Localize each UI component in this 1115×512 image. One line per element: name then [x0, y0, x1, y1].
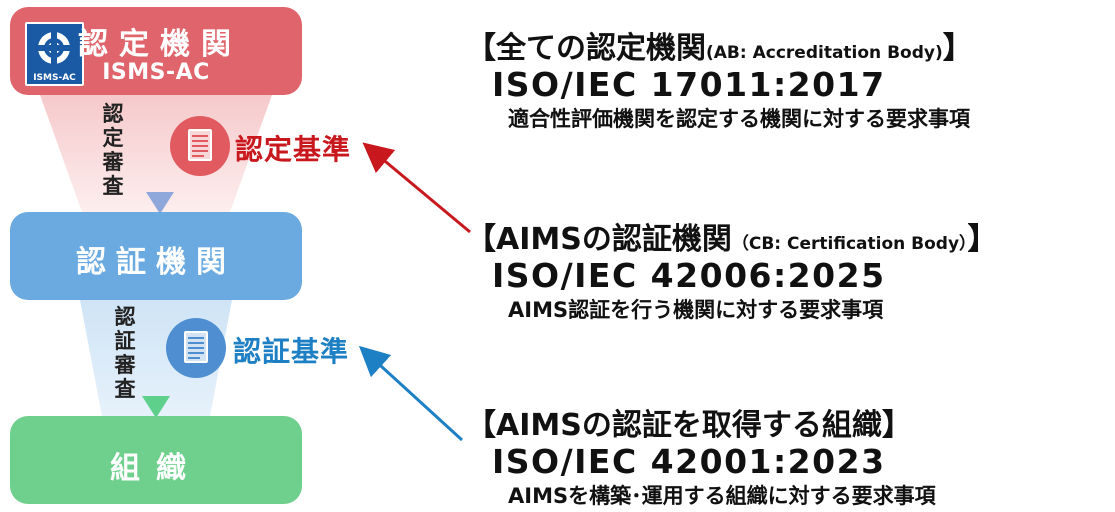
certification-audit-label: 認 証 審 査: [112, 305, 138, 401]
certification-criteria-link: [358, 345, 464, 442]
ab-standard: ISO/IEC 17011:2017: [492, 65, 886, 104]
org-description: AIMSを構築･運用する組織に対する要求事項: [508, 484, 936, 508]
ab-standard-block: 【全ての認定機関(AB: Accreditation Body)】 ISO/IE…: [466, 23, 973, 133]
vchar: 定: [102, 126, 124, 150]
cb-standard-block: 【AIMSの認証機関（CB: Certification Body）】 ISO/…: [466, 214, 998, 324]
logo-text: ISMS-AC: [33, 73, 76, 83]
certification-body-box: 認証機関: [10, 212, 302, 300]
cb-description: AIMS認証を行う機関に対する要求事項: [508, 298, 884, 322]
cb-heading-text: 【AIMSの認証機関: [466, 222, 732, 257]
vchar: 査: [114, 377, 136, 401]
cb-heading-close: 】: [967, 222, 998, 257]
vchar: 査: [102, 174, 124, 198]
org-heading: 【AIMSの認証を取得する組織】: [466, 408, 912, 443]
ab-heading-paren: (AB: Accreditation Body): [706, 43, 943, 63]
cb-standard: ISO/IEC 42006:2025: [492, 256, 886, 295]
org-standard-block: 【AIMSの認証を取得する組織】 ISO/IEC 42001:2023 AIMS…: [466, 400, 936, 510]
ab-heading: 【全ての認定機関(AB: Accreditation Body)】: [466, 23, 973, 67]
org-standard: ISO/IEC 42001:2023: [492, 442, 886, 481]
ab-heading-text: 【全ての認定機関: [466, 31, 706, 66]
accreditation-criteria-label: 認定基準: [235, 133, 352, 166]
vchar: 審: [102, 150, 124, 174]
ab-heading-close: 】: [942, 31, 973, 66]
vchar: 認: [102, 102, 124, 126]
vchar: 証: [114, 329, 136, 353]
accreditation-body-subtitle: ISMS-AC: [102, 60, 210, 85]
cb-heading-paren: （CB: Certification Body）: [731, 234, 968, 254]
cb-heading: 【AIMSの認証機関（CB: Certification Body）】: [466, 214, 998, 258]
accreditation-audit-label: 認 定 審 査: [100, 102, 126, 198]
accreditation-body-box: ISMS-AC 認定機関 ISMS-AC: [10, 7, 302, 95]
certification-body-title: 認証機関: [76, 245, 236, 280]
document-icon: [170, 116, 230, 176]
accreditation-body-title: 認定機関: [78, 27, 242, 62]
isms-ac-logo: ISMS-AC: [25, 22, 84, 86]
ab-description: 適合性評価機関を認定する機関に対する要求事項: [508, 107, 970, 131]
certification-criteria-label: 認証基準: [233, 335, 350, 368]
accreditation-criteria-link: [362, 142, 471, 234]
organization-box: 組織: [10, 416, 302, 504]
vchar: 認: [114, 305, 136, 329]
document-icon: [166, 318, 226, 378]
vchar: 審: [114, 353, 136, 377]
organization-title: 組織: [110, 451, 202, 486]
